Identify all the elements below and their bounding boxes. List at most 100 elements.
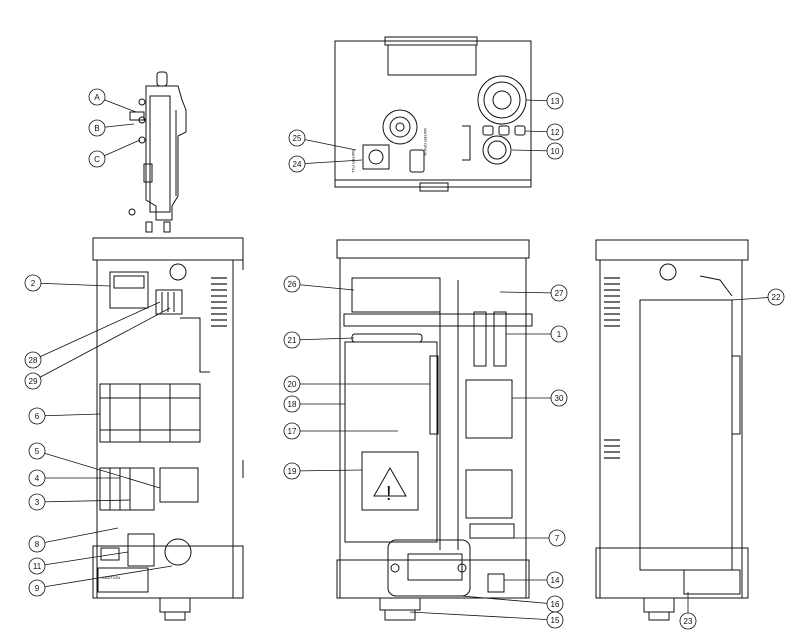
front-view [336,239,533,621]
callout-circle [28,579,46,597]
leader-line [36,450,161,489]
callout-number: A [94,93,100,102]
steam-cylinder-view [128,71,187,233]
callout-number: B [94,124,99,133]
callout-number: 18 [288,400,297,409]
callout-number: 3 [35,498,40,507]
callout-circle [550,284,568,302]
leader-line [296,159,363,165]
leader-line [461,595,556,605]
callout-number: 25 [293,134,302,143]
callout-10: 10 [511,142,564,160]
leader-line [36,413,101,417]
leader-line [296,137,357,151]
callout-circle [88,88,106,106]
callout-14: 14 [504,571,564,589]
callout-21: 21 [283,331,355,349]
callout-number: 6 [35,412,40,421]
callout-23: 23 [679,592,697,630]
callout-circle [548,529,566,547]
left-side-view [92,237,244,621]
callout-circle [28,442,46,460]
callout-24: 24 [288,155,363,173]
callout-29: 29 [24,307,171,390]
leader-line [291,469,363,472]
leader-line [291,283,355,291]
callout-28: 28 [24,301,161,369]
callout-22: 22 [731,288,785,306]
callout-number: 26 [288,280,297,289]
callout-number: 23 [684,617,693,626]
callout-1: 1 [506,325,568,343]
leader-line [32,301,161,361]
callout-number: 22 [772,293,781,302]
callout-circle [28,535,46,553]
callout-circle [283,331,301,349]
callout-circle [546,92,564,110]
callout-number: 29 [29,377,38,386]
callout-number: 16 [551,600,560,609]
callout-19: 19 [283,462,363,480]
callout-number: 21 [288,336,297,345]
caution-label: CAUTION [102,575,120,580]
callout-circle [88,119,106,137]
leader-line [499,291,560,294]
callout-number: 11 [33,562,42,571]
callout-30: 30 [512,389,568,407]
callout-13: 13 [525,92,564,110]
callout-circle [283,462,301,480]
leader-line [36,565,173,589]
callout-circle [283,422,301,440]
callout-6: 6 [28,407,101,425]
callout-circle [28,407,46,425]
leader-line [32,307,171,382]
callout-circle [550,389,568,407]
callout-11: 11 [28,551,129,575]
callout-circle [546,123,564,141]
warning-exclamation: ! [386,483,392,505]
callout-number: 19 [288,467,297,476]
callout-number: 27 [555,289,564,298]
callout-18: 18 [283,395,345,413]
callout-number: 15 [551,616,560,625]
callout-number: 7 [555,534,560,543]
callout-circle [288,129,306,147]
callout-17: 17 [283,422,398,440]
callout-9: 9 [28,565,173,597]
callout-circle [767,288,785,306]
callout-4: 4 [28,469,120,487]
callout-3: 3 [28,493,131,511]
callout-2: 2 [24,274,111,292]
callout-number: 9 [35,584,40,593]
right-side-view [595,239,749,621]
callout-5: 5 [28,442,161,489]
callout-circle [24,351,42,369]
callout-number: 17 [288,427,297,436]
callout-number: 20 [288,380,297,389]
callout-C: C [88,139,141,168]
leader-line [36,527,119,545]
callout-15: 15 [409,611,564,629]
callout-circle [546,571,564,589]
callout-number: 2 [31,279,36,288]
callout-circle [546,142,564,160]
leader-line [291,337,355,341]
callout-circle [288,155,306,173]
callout-number: 24 [293,160,302,169]
callout-25: 25 [288,129,357,151]
top-view [334,36,532,192]
callout-circle [283,375,301,393]
callout-A: A [88,88,137,113]
callout-circle [550,325,568,343]
callout-12: 12 [524,123,564,141]
callout-number: 5 [35,447,40,456]
callout-27: 27 [499,284,568,302]
callout-number: 14 [551,576,560,585]
callout-circle [283,395,301,413]
callout-circle [28,557,46,575]
callout-circle [283,275,301,293]
callout-circle [546,611,564,629]
callout-circle [679,612,697,630]
callout-B: B [88,119,135,137]
